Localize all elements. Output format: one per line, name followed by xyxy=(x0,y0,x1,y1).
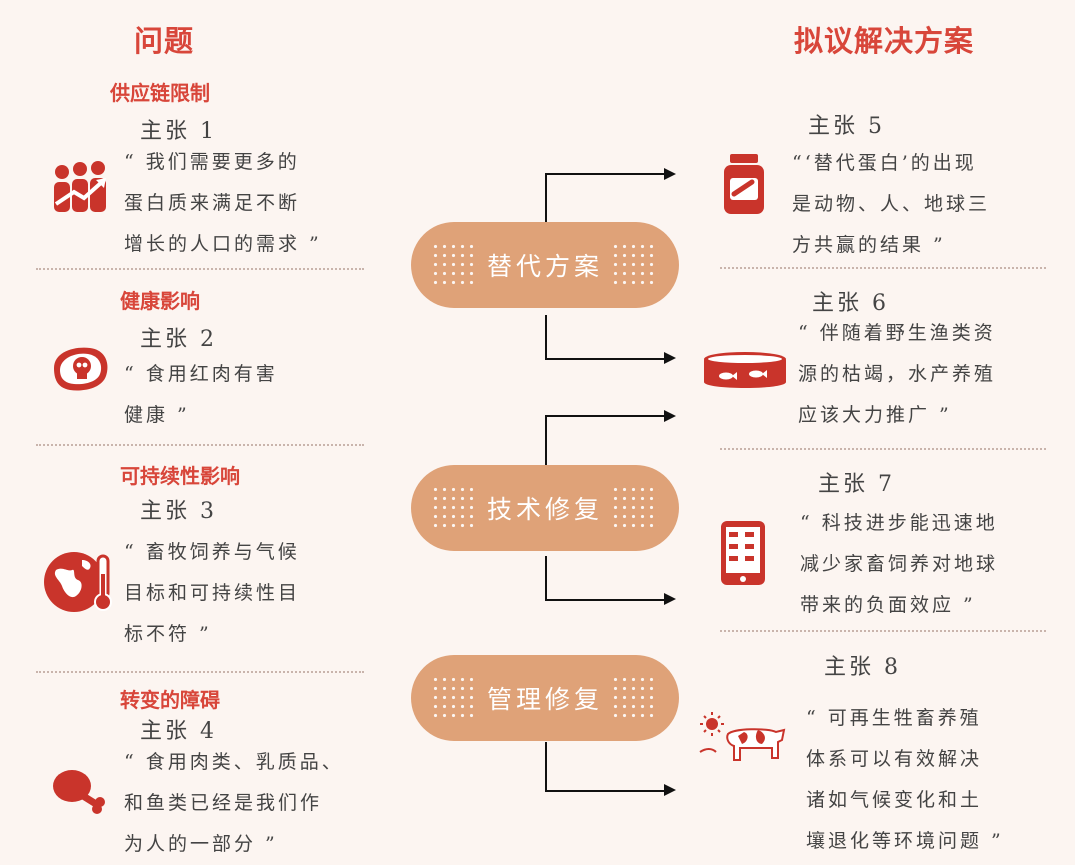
fix-label-2: 技术修复 xyxy=(486,495,603,524)
solution-claim-8: 主张 8 xyxy=(824,655,901,680)
problem-claim-4: 主张 4 xyxy=(140,719,217,744)
fix-bandage-tech: 技术修复 xyxy=(411,465,679,551)
fix-bandage-management: 管理修复 xyxy=(411,655,679,741)
problem-quote-3: “ 畜牧饲养与气候 目标和可持续性目 标不符 ” xyxy=(124,541,301,645)
solution-divider-1 xyxy=(720,267,1046,269)
protein-jar-icon xyxy=(724,154,764,214)
problem-section-barriers: 转变的障碍 xyxy=(120,688,220,712)
bandage-dots-left xyxy=(431,485,479,531)
connector-fix1-down xyxy=(545,315,669,360)
connector-fix2-up xyxy=(545,415,669,467)
connector-fix2-down xyxy=(545,556,669,601)
bandage-dots-right xyxy=(611,485,659,531)
fix-label-1: 替代方案 xyxy=(486,252,603,281)
arrow-head-3 xyxy=(664,410,676,422)
problem-claim-2: 主张 2 xyxy=(140,327,217,352)
problem-section-health: 健康影响 xyxy=(120,289,200,313)
connector-fix3-down xyxy=(545,742,669,792)
solution-claim-6: 主张 6 xyxy=(812,291,889,316)
problem-quote-1: “ 我们需要更多的 蛋白质来满足不断 增长的人口的需求 ” xyxy=(124,151,322,255)
problem-quote-2: “ 食用红肉有害 健康 ” xyxy=(124,363,278,426)
solution-claim-5: 主张 5 xyxy=(808,114,885,139)
solution-quote-7: “ 科技进步能迅速地 减少家畜饲养对地球 带来的负面效应 ” xyxy=(800,512,999,616)
problem-quote-4: “ 食用肉类、乳质品、 和鱼类已经是我们作 为人的一部分 ” xyxy=(124,751,344,855)
bandage-dots-right xyxy=(611,675,659,721)
bandage-dots-left xyxy=(431,675,479,721)
arrow-head-2 xyxy=(664,352,676,364)
globe-thermometer-icon xyxy=(44,552,112,612)
solution-divider-3 xyxy=(720,630,1046,632)
problem-divider-2 xyxy=(36,444,364,446)
bandage-dots-left xyxy=(431,242,479,288)
problem-divider-3 xyxy=(36,671,364,673)
connector-fix1-up xyxy=(545,173,669,225)
arrow-head-1 xyxy=(664,168,676,180)
fix-bandage-alternatives: 替代方案 xyxy=(411,222,679,308)
solution-quote-6: “ 伴随着野生渔类资 源的枯竭，水产养殖 应该大力推广 ” xyxy=(798,322,997,426)
solutions-header: 拟议解决方案 xyxy=(794,24,975,58)
meat-skull-icon xyxy=(54,347,108,391)
arrow-head-4 xyxy=(664,593,676,605)
problem-section-supply-chain: 供应链限制 xyxy=(110,81,210,105)
problem-section-sustainability: 可持续性影响 xyxy=(120,464,240,488)
arrow-head-5 xyxy=(664,784,676,796)
solution-divider-2 xyxy=(720,448,1046,450)
drumstick-icon xyxy=(53,770,105,814)
fish-tank-icon xyxy=(704,352,786,388)
tablet-livestock-icon xyxy=(721,521,765,585)
fix-label-3: 管理修复 xyxy=(486,685,603,714)
problem-claim-3: 主张 3 xyxy=(140,499,217,524)
solution-quote-8: “ 可再生牲畜养殖 体系可以有效解决 诸如气候变化和土 壤退化等环境问题 ” xyxy=(806,707,1004,852)
problem-claim-1: 主张 1 xyxy=(140,119,217,144)
solution-quote-5: “‘替代蛋白’的出现 是动物、人、地球三 方共赢的结果 ” xyxy=(792,152,991,256)
problems-header: 问题 xyxy=(134,24,195,58)
problem-divider-1 xyxy=(36,268,364,270)
cow-sun-icon xyxy=(699,712,786,761)
solution-claim-7: 主张 7 xyxy=(818,472,895,497)
bandage-dots-right xyxy=(611,242,659,288)
people-growth-icon xyxy=(54,161,106,212)
